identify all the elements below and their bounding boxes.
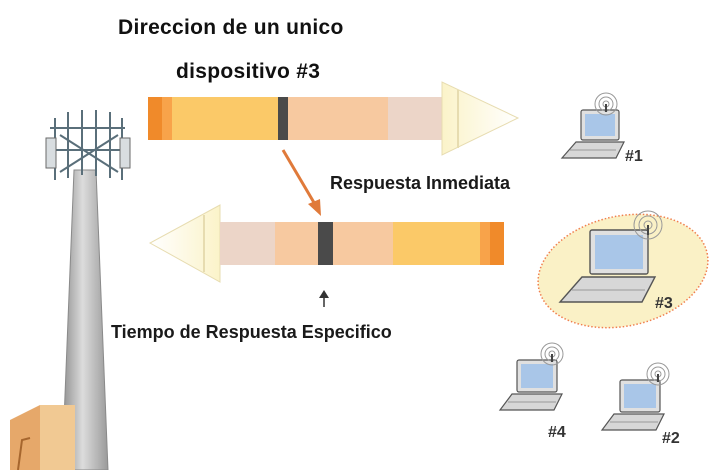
command-time-slot xyxy=(278,97,288,140)
laptop-icon xyxy=(498,342,564,411)
device-label: #4 xyxy=(548,424,566,441)
cell-tower xyxy=(10,110,131,470)
downlink-arrow xyxy=(148,81,520,156)
device-label: #1 xyxy=(625,148,643,165)
response-time-slot xyxy=(318,222,333,265)
uplink-arrow xyxy=(148,204,504,283)
laptop-icon xyxy=(560,92,625,159)
timing-pointer-arrow xyxy=(281,149,321,216)
diagram-title-line1: Direccion de un unico xyxy=(118,16,344,39)
device-label: #2 xyxy=(662,430,680,447)
device-label: #3 xyxy=(655,295,673,312)
laptop-icon xyxy=(558,210,663,303)
specific-response-time-label: Tiempo de Respuesta Especifico xyxy=(111,322,392,342)
laptop-icon xyxy=(600,362,670,431)
response-marker-icon xyxy=(319,290,329,307)
immediate-response-label: Respuesta Inmediata xyxy=(330,173,511,193)
tower-base-building xyxy=(10,405,75,470)
diagram-title-line2: dispositivo #3 xyxy=(176,60,321,83)
